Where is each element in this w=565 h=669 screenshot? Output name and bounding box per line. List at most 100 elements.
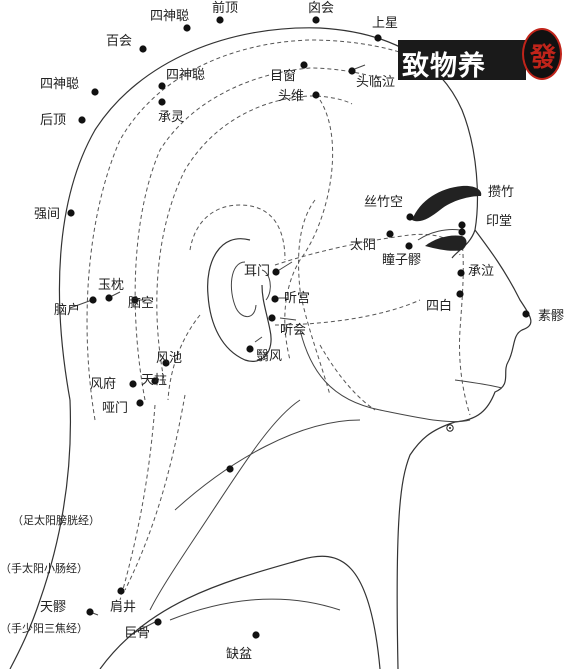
point-yifeng — [246, 345, 254, 353]
label-shangxing: 上星 — [372, 16, 398, 31]
point-fengchi — [162, 359, 170, 367]
point-tianzhu — [151, 377, 159, 385]
point-qiangjian — [67, 209, 75, 217]
label-sishencong-top: 四神聪 — [150, 9, 189, 24]
point-naokong — [131, 296, 139, 304]
point-sibai — [456, 290, 464, 298]
neck-back-line — [9, 399, 72, 669]
point-quepen — [252, 631, 260, 639]
point-neck — [226, 465, 234, 473]
point-fengfu — [129, 380, 137, 388]
neck-front-line — [149, 399, 301, 611]
temple-meridian-line — [284, 99, 334, 361]
label-chengqi: 承泣 — [468, 264, 494, 279]
point-ermen — [272, 268, 280, 276]
label-sanjiao-meridian: （手少阳三焦经） — [0, 621, 88, 635]
governor-vessel-line — [86, 39, 421, 421]
point-touwei — [312, 91, 320, 99]
point-baihui — [139, 45, 147, 53]
mouth-line — [454, 379, 503, 389]
point-muchuang — [300, 61, 308, 69]
point-cuanzhu — [458, 221, 466, 229]
point-tinggong — [271, 295, 279, 303]
watermark-logo — [398, 40, 526, 80]
point-jugu — [154, 618, 162, 626]
label-yintang: 印堂 — [486, 214, 512, 229]
point-jianjing — [117, 587, 125, 595]
label-qiangjian: 强间 — [34, 207, 60, 222]
point-xinhui — [312, 16, 320, 24]
point-tianliao — [86, 608, 94, 616]
label-tinggong: 听宫 — [284, 291, 310, 306]
label-toulinqi: 头临泣 — [356, 75, 395, 90]
neck-meridian-line-3 — [319, 344, 376, 411]
point-qianding — [216, 16, 224, 24]
point-yuzhen — [105, 294, 113, 302]
point-sishencong-top — [183, 24, 191, 32]
label-houding: 后顶 — [40, 113, 66, 128]
point-sizhukong — [406, 213, 414, 221]
collarbone-line — [169, 598, 341, 621]
eye — [425, 235, 467, 251]
label-sibai: 四白 — [426, 298, 452, 314]
watermark-text: 致物养 — [402, 51, 486, 82]
label-qianding: 前顶 — [212, 0, 238, 16]
gallbladder-meridian-line — [156, 95, 353, 386]
label-small-intestine-meridian: （手太阳小肠经） — [0, 561, 88, 575]
point-sishencong-back — [91, 88, 99, 96]
label-bladder-meridian: （足太阳膀胱经） — [12, 513, 100, 527]
label-tianzhu: 天柱 — [141, 373, 167, 388]
point-chengling — [158, 98, 166, 106]
label-yuzhen: 玉枕 — [98, 278, 124, 293]
label-sishencong-back: 四神聪 — [40, 77, 79, 92]
ear-inner — [230, 261, 257, 318]
point-toulinqi — [348, 67, 356, 75]
label-cuanzhu: 攒竹 — [488, 185, 514, 200]
cheek-meridian-line — [274, 299, 421, 326]
eyebrow — [412, 185, 482, 222]
face-meridian-line — [274, 233, 461, 266]
label-quepen: 缺盆 — [226, 647, 252, 662]
chin-mark — [446, 424, 454, 432]
ear-tragus — [261, 269, 271, 301]
label-jugu: 巨骨 — [124, 626, 150, 641]
label-tianliao: 天髎 — [40, 600, 66, 615]
label-suliao: 素髎 — [538, 309, 564, 324]
watermark-seal-glyph: 發 — [530, 43, 557, 73]
point-tinghui — [268, 314, 276, 322]
point-chengqi — [457, 269, 465, 277]
label-naohu: 脑户 — [54, 302, 80, 318]
label-sizhukong: 丝竹空 — [364, 195, 403, 210]
eye-line — [417, 229, 461, 241]
watermark-seal: 發 — [522, 28, 562, 80]
label-yifeng: 翳风 — [256, 349, 282, 364]
label-ermen: 耳门 — [244, 264, 270, 279]
label-baihui: 百会 — [106, 34, 132, 49]
neck-meridian-line — [124, 394, 186, 591]
ear-outer — [207, 238, 272, 362]
shoulder-line — [99, 555, 381, 669]
neck-meridian-line-4 — [167, 314, 201, 401]
label-fengchi: 风池 — [156, 351, 182, 366]
label-chengling: 承灵 — [158, 110, 184, 125]
point-yamen — [136, 399, 144, 407]
jaw-line — [299, 329, 471, 423]
label-tinghui: 听会 — [280, 323, 306, 338]
label-jianjing: 肩井 — [110, 599, 136, 615]
point-taiyang — [386, 230, 394, 238]
label-taiyang: 太阳 — [350, 238, 376, 253]
point-naohu — [89, 296, 97, 304]
point-tongziliao — [405, 242, 413, 250]
label-touwei: 头维 — [278, 89, 304, 104]
label-fengfu: 风府 — [90, 377, 116, 392]
label-sishencong-mid: 四神聪 — [166, 68, 205, 83]
point-suliao — [522, 310, 530, 318]
ear-meridian-line — [189, 204, 286, 261]
point-sishencong-mid — [158, 82, 166, 90]
neck-side-line — [174, 419, 361, 511]
label-naokong: 脑空 — [128, 296, 154, 311]
neck-meridian-line-5 — [298, 199, 331, 396]
point-yintang — [458, 228, 466, 236]
neck-meridian-line-2 — [119, 404, 156, 601]
